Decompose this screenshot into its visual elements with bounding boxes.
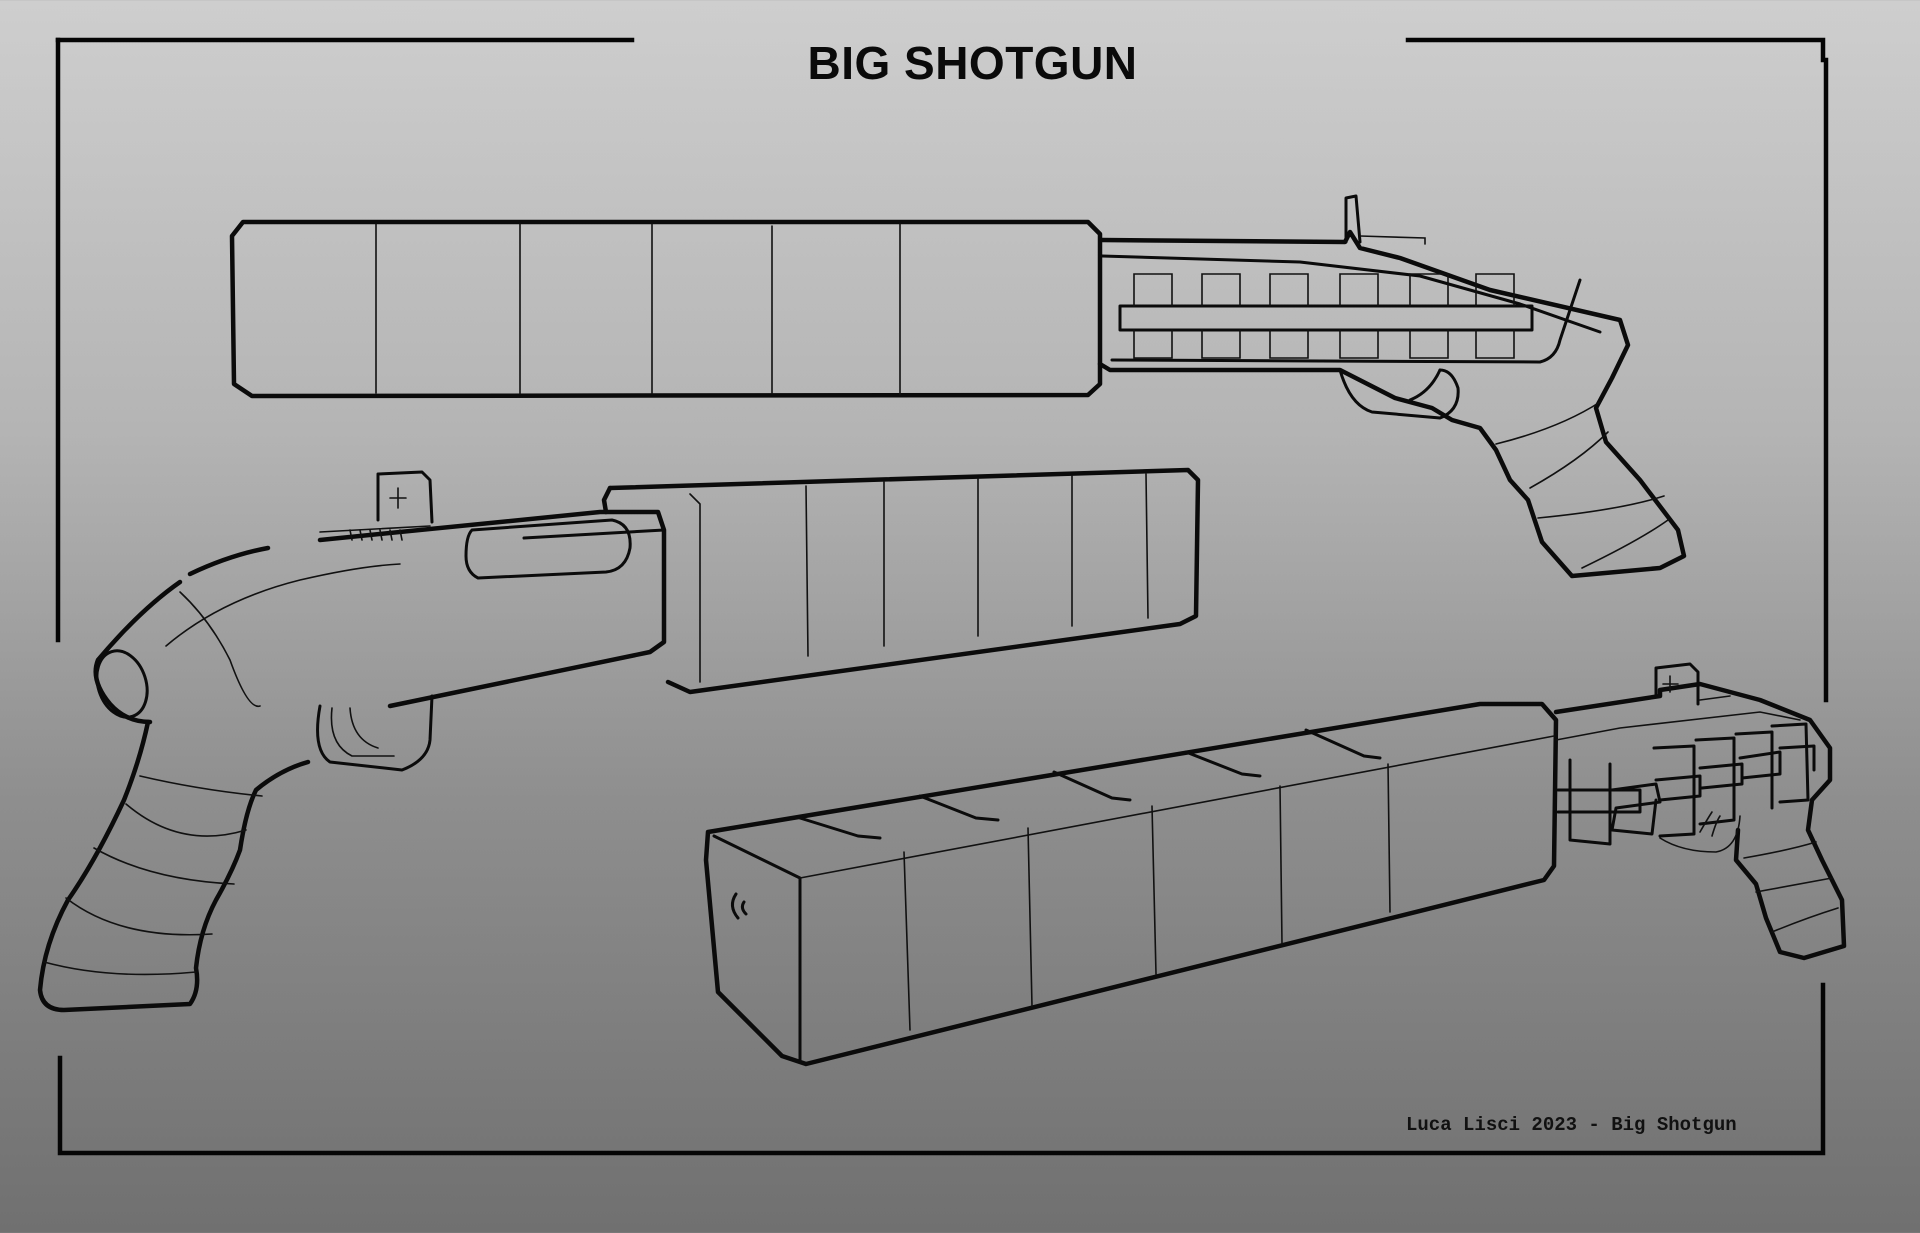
sheet-title: BIG SHOTGUN <box>807 37 1138 89</box>
shell-saddle <box>1118 273 1534 359</box>
shotgun-three-quarter-right-view <box>703 662 1847 1067</box>
artist-signature: Luca Lisci 2023 - Big Shotgun <box>1406 1114 1737 1136</box>
shotgun-three-quarter-left-view <box>37 467 1201 1013</box>
sheet-frame <box>55 37 1829 1156</box>
shotgun-side-view <box>229 194 1687 579</box>
shell-carrier <box>1556 722 1816 846</box>
